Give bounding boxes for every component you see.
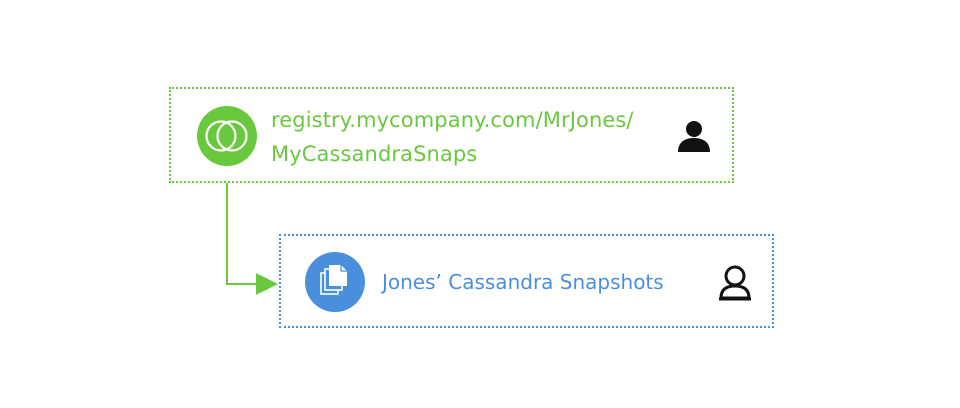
overlapping-circles-icon bbox=[197, 106, 257, 166]
local-snap-box[interactable]: Jones’ Cassandra Snapshots bbox=[279, 234, 774, 328]
registry-snap-box[interactable]: registry.mycompany.com/MrJones/ MyCassan… bbox=[169, 87, 734, 183]
registry-snap-line2: MyCassandraSnaps bbox=[271, 142, 478, 166]
registry-snap-line1: registry.mycompany.com/MrJones/ bbox=[271, 108, 634, 132]
registry-snap-name: registry.mycompany.com/MrJones/ MyCassan… bbox=[271, 103, 634, 171]
stacked-documents-icon bbox=[305, 252, 365, 312]
arrow-right-icon bbox=[256, 273, 278, 295]
person-outline-icon bbox=[718, 265, 752, 305]
local-snap-label: Jones’ Cassandra Snapshots bbox=[382, 270, 664, 294]
person-icon bbox=[677, 119, 711, 157]
